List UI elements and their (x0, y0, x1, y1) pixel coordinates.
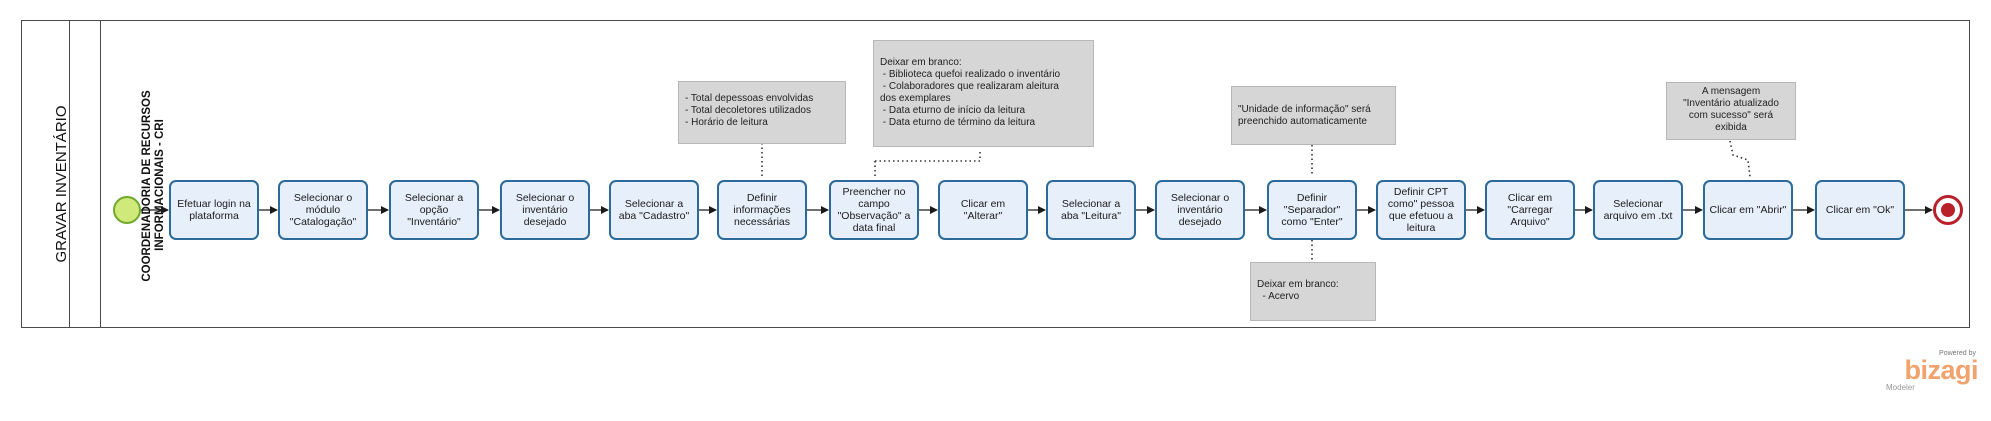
start-event (113, 196, 141, 224)
annotation-unit-auto: "Unidade de informação" será preenchido … (1231, 86, 1396, 145)
task-selecionar-modulo-catalogacao[interactable]: Selecionar o módulo "Catalogação" (278, 180, 368, 240)
annotation-leave-blank-reading: Deixar em branco: - Biblioteca quefoi re… (873, 40, 1094, 147)
task-clicar-carregar-arquivo[interactable]: Clicar em "Carregar Arquivo" (1485, 180, 1575, 240)
bizagi-wordmark: bizagi (1904, 355, 1978, 385)
task-selecionar-inventario-desejado[interactable]: Selecionar o inventário desejado (500, 180, 590, 240)
end-event-core (1941, 203, 1955, 217)
task-clicar-ok[interactable]: Clicar em "Ok" (1815, 180, 1905, 240)
annotation-totals: - Total depessoas envolvidas - Total dec… (678, 81, 846, 144)
annotation-leave-blank-collection: Deixar em branco: - Acervo (1250, 262, 1376, 321)
task-preencher-observacao[interactable]: Preencher no campo "Observação" a data f… (829, 180, 919, 240)
association-success-message (1729, 140, 1751, 178)
task-selecionar-aba-leitura[interactable]: Selecionar a aba "Leitura" (1046, 180, 1136, 240)
task-selecionar-inventario-desejado-2[interactable]: Selecionar o inventário desejado (1155, 180, 1245, 240)
task-selecionar-opcao-inventario[interactable]: Selecionar a opção "Inventário" (389, 180, 479, 240)
task-definir-separador[interactable]: Definir "Separador" como "Enter" (1267, 180, 1357, 240)
task-definir-informacoes[interactable]: Definir informações necessárias (717, 180, 807, 240)
lane-header: COORDENADORIA DE RECURSOS INFORMACIONAIS… (70, 20, 166, 328)
pool-header: GRAVAR INVENTÁRIO (21, 20, 70, 328)
annotation-success-message: A mensagem "Inventário atualizado com su… (1666, 82, 1796, 140)
task-clicar-abrir[interactable]: Clicar em "Abrir" (1703, 180, 1793, 240)
task-efetuar-login[interactable]: Efetuar login na plataforma (169, 180, 259, 240)
task-selecionar-aba-cadastro[interactable]: Selecionar a aba "Cadastro" (609, 180, 699, 240)
association-leave-blank-reading (875, 149, 981, 162)
process-pool (21, 20, 1970, 328)
task-selecionar-arquivo-txt[interactable]: Selecionar arquivo em .txt (1593, 180, 1683, 240)
task-clicar-alterar[interactable]: Clicar em "Alterar" (938, 180, 1028, 240)
end-event (1933, 195, 1963, 225)
bizagi-logo: Powered by bizagi Modeler (1880, 350, 1980, 395)
modeler-label: Modeler (1886, 383, 1915, 392)
task-definir-cpt[interactable]: Definir CPT como" pessoa que efetuou a l… (1376, 180, 1466, 240)
powered-by-label: Powered by (1939, 350, 1976, 357)
